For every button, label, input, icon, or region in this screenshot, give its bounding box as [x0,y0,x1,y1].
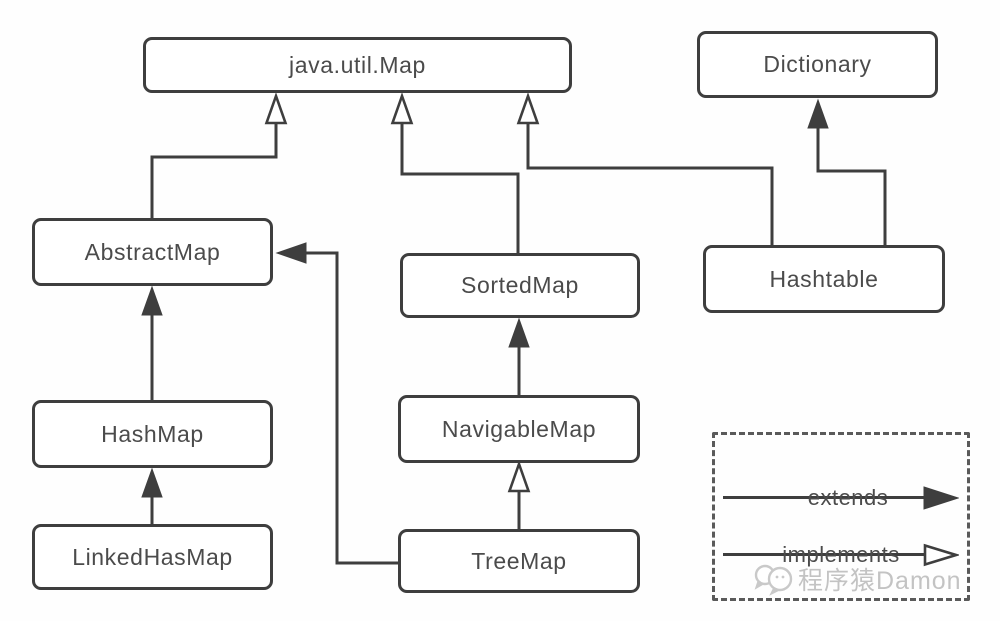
node-linkedhasmap: LinkedHasMap [32,524,273,590]
node-hashmap: HashMap [32,400,273,468]
edge-hashtable-extends-dictionary [807,98,887,245]
edge-treemap-implements-navigablemap [507,460,531,529]
node-navigablemap: NavigableMap [398,395,640,463]
legend-extends-row: extends [715,485,967,511]
node-label: AbstractMap [84,238,221,265]
legend-implements-row: implements [715,542,967,568]
edge-navigablemap-extends-sortedmap [508,317,530,395]
edge-abstractmap-implements-map [150,92,288,218]
node-java-util-map: java.util.Map [143,37,572,93]
legend-implements-label: implements [782,542,900,567]
legend-extends-label: extends [807,485,889,510]
node-hashtable: Hashtable [703,245,945,313]
node-sortedmap: SortedMap [400,253,640,318]
edge-linkedhasmap-extends-hashmap [141,467,163,524]
edge-sortedmap-implements-map [390,92,520,253]
node-label: SortedMap [461,272,579,298]
node-label: Hashtable [769,265,879,292]
node-label: NavigableMap [441,415,597,442]
node-label: Dictionary [763,51,872,77]
edge-hashmap-extends-abstractmap [141,285,163,400]
implements-arrow-line [723,553,925,556]
watermark: 程序猿Damon [752,558,962,600]
edge-treemap-extends-abstractmap [275,242,398,565]
watermark-text: 程序猿Damon [798,567,962,595]
node-label: HashMap [101,420,204,447]
chat-bubbles-logo-icon [754,564,793,596]
node-label: TreeMap [471,547,567,574]
extends-arrow-icon [923,486,959,510]
node-label: LinkedHasMap [72,543,233,570]
edge-hashtable-implements-map [516,92,774,245]
implements-arrow-icon [923,543,959,567]
extends-arrow-line [723,496,925,499]
node-dictionary: Dictionary [697,31,938,98]
node-abstractmap: AbstractMap [32,218,273,286]
node-label: java.util.Map [289,51,426,78]
node-treemap: TreeMap [398,529,640,593]
legend-box: extends implements [712,432,970,601]
